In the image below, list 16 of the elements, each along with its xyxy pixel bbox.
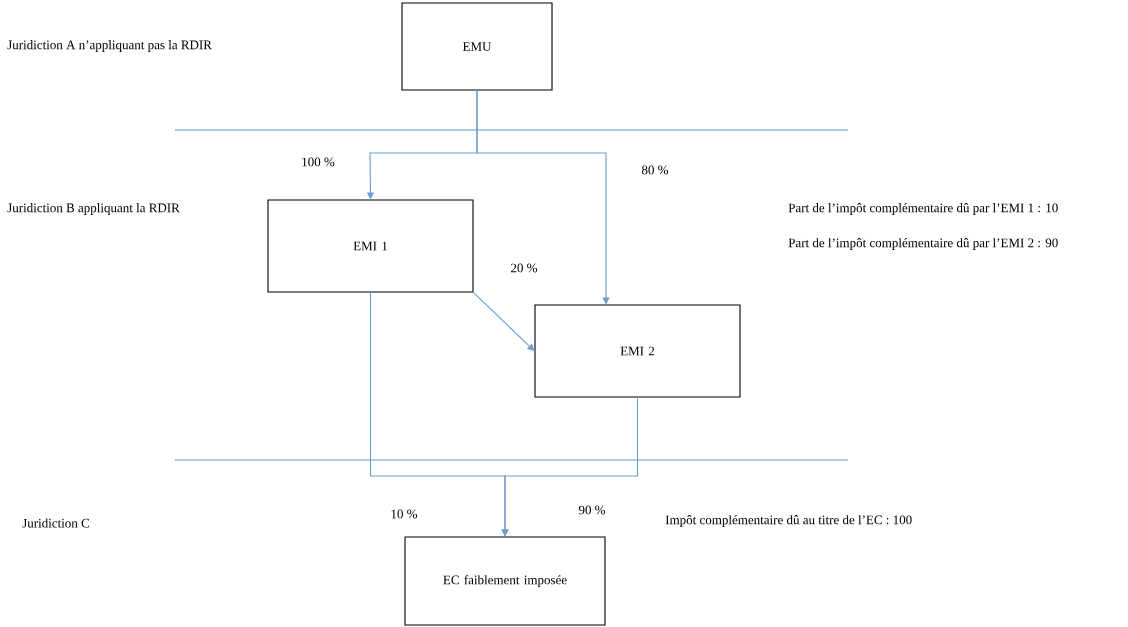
note-text: Juridiction B appliquant la RDIR [7, 203, 180, 215]
edge-label: 90 % [577, 504, 607, 516]
arrow [473, 292, 535, 351]
entity-box: EMU [401, 2, 553, 91]
note-text: Juridiction A n’appliquant pas la RDIR [7, 40, 212, 52]
note-text: Part de l’impôt complémentaire dû par l’EMI 1 : 10 [788, 203, 1058, 215]
note-text: Juridiction C [22, 518, 89, 528]
edge-label: 10 % [389, 508, 419, 520]
edge-label: 100 % [300, 156, 336, 168]
edge-label: 20 % [509, 262, 539, 274]
entity-box: EMI 2 [534, 304, 741, 398]
note-text: Part de l’impôt complémentaire dû par l’EMI 2 : 90 [788, 238, 1058, 250]
note-text: Impôt complémentaire dû au titre de l’EC : 100 [665, 515, 912, 527]
entity-box: EMI 1 [267, 199, 474, 293]
entity-box: EC faiblement imposée [404, 536, 606, 626]
edge-label: 80 % [640, 164, 670, 176]
